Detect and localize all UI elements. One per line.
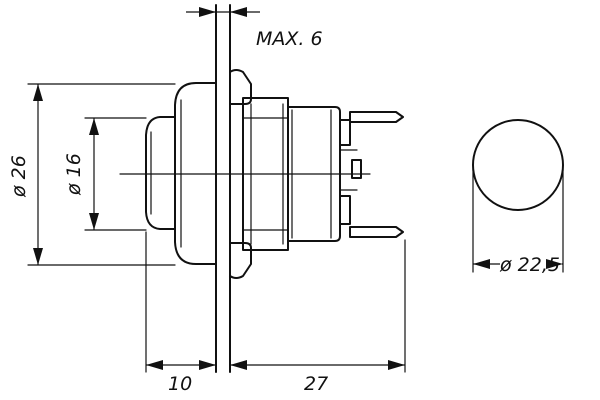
- mounting-nut: [229, 69, 252, 105]
- dimension-front-depth: [146, 360, 216, 370]
- dimension-rear-length: [230, 360, 405, 370]
- front-view-cap: [472, 119, 564, 211]
- terminal-center-stub: [351, 159, 362, 179]
- solder-terminal-bottom: [339, 189, 404, 238]
- mounting-panel: [215, 4, 231, 373]
- mounting-nut-lower: [229, 242, 252, 279]
- dimension-button-diameter: [89, 118, 99, 230]
- dimension-outer-diameter: [33, 84, 43, 265]
- label-outer-diameter: ø 26: [8, 155, 30, 198]
- label-cap-diameter: ø 22,5: [499, 254, 560, 276]
- label-max-thickness: MAX. 6: [256, 28, 323, 50]
- label-rear-length: 27: [304, 373, 328, 395]
- solder-terminal-top: [339, 111, 404, 151]
- label-button-diameter: ø 16: [63, 153, 85, 196]
- label-front-depth: 10: [168, 373, 192, 395]
- dimension-max-thickness: [186, 7, 260, 17]
- dimension-cap-diameter: [473, 259, 563, 269]
- push-button-cap: [145, 116, 176, 230]
